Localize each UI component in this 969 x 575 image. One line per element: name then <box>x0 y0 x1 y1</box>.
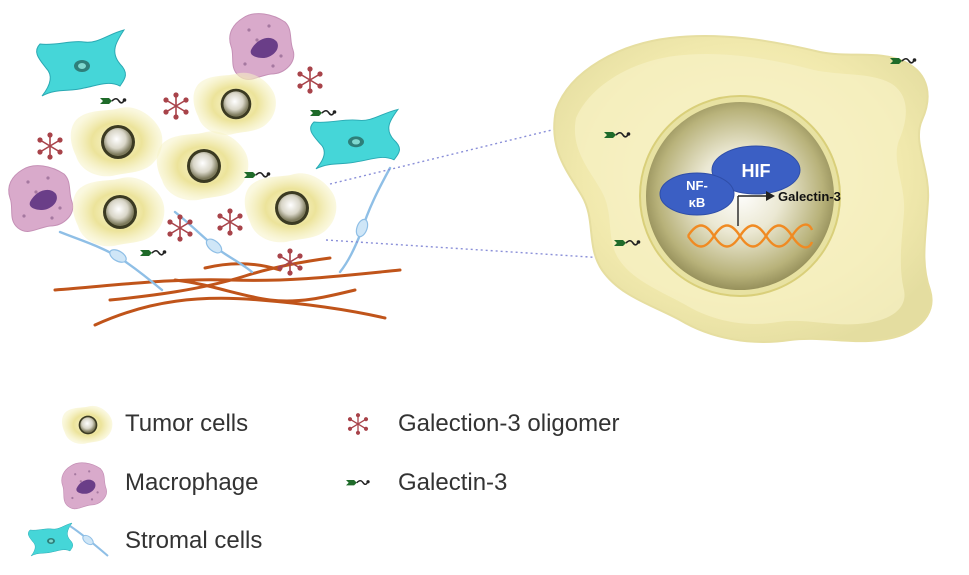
dna-helix <box>686 223 814 249</box>
target-gene-label: Galectin-3 <box>778 189 841 204</box>
tumor-cell <box>70 107 163 177</box>
galectin-3-molecule <box>99 97 128 105</box>
zoom-connector <box>325 127 606 259</box>
legend-galectin-icon <box>345 479 371 487</box>
galectin-3-oligomer <box>167 214 193 242</box>
galectin-3-oligomer <box>297 66 323 94</box>
galectin-3-molecule <box>139 249 168 257</box>
tumor-cell <box>72 177 165 247</box>
legend-label-galectin-3: Galectin-3 <box>398 469 508 496</box>
galectin-3-molecule <box>243 171 272 179</box>
hif-node <box>711 145 801 195</box>
stromal-cell-bodies <box>109 218 369 263</box>
stromal-cell-cyan <box>310 108 400 170</box>
collagen-fibers <box>53 256 402 327</box>
legend-label-tumor-cells: Tumor cells <box>125 410 249 437</box>
galectin-3-molecule <box>309 109 338 117</box>
legend-stromal-elongated-icon <box>69 525 109 557</box>
macrophage <box>229 13 295 80</box>
legend-oligomer-icon <box>347 413 369 435</box>
nfkb-label-line2: κB <box>689 195 706 210</box>
stromal-cell-cyan <box>36 29 126 97</box>
galectin-3-oligomer <box>217 208 243 236</box>
tumor-cell <box>244 173 337 243</box>
transcription-arrow <box>737 195 766 226</box>
galectin-3-oligomer <box>37 132 63 160</box>
legend-macrophage-icon <box>61 462 107 510</box>
hif-label: HIF <box>742 161 771 181</box>
transcription-arrowhead <box>766 191 775 201</box>
legend-label-macrophage: Macrophage <box>125 469 259 496</box>
legend-stromal-cyan-icon <box>28 522 73 557</box>
galectin-3-oligomer <box>163 92 189 120</box>
legend-label-galectin-3-oligomer: Galection-3 oligomer <box>398 410 620 437</box>
legend-tumor-cell-icon <box>61 405 113 444</box>
nfkb-label-line1: NF- <box>686 178 708 193</box>
tumor-cell <box>156 131 249 201</box>
tumor-cell <box>193 72 276 135</box>
macrophage <box>8 165 74 232</box>
nfkb-node <box>659 172 735 216</box>
legend-label-stromal-cells: Stromal cells <box>125 527 263 554</box>
